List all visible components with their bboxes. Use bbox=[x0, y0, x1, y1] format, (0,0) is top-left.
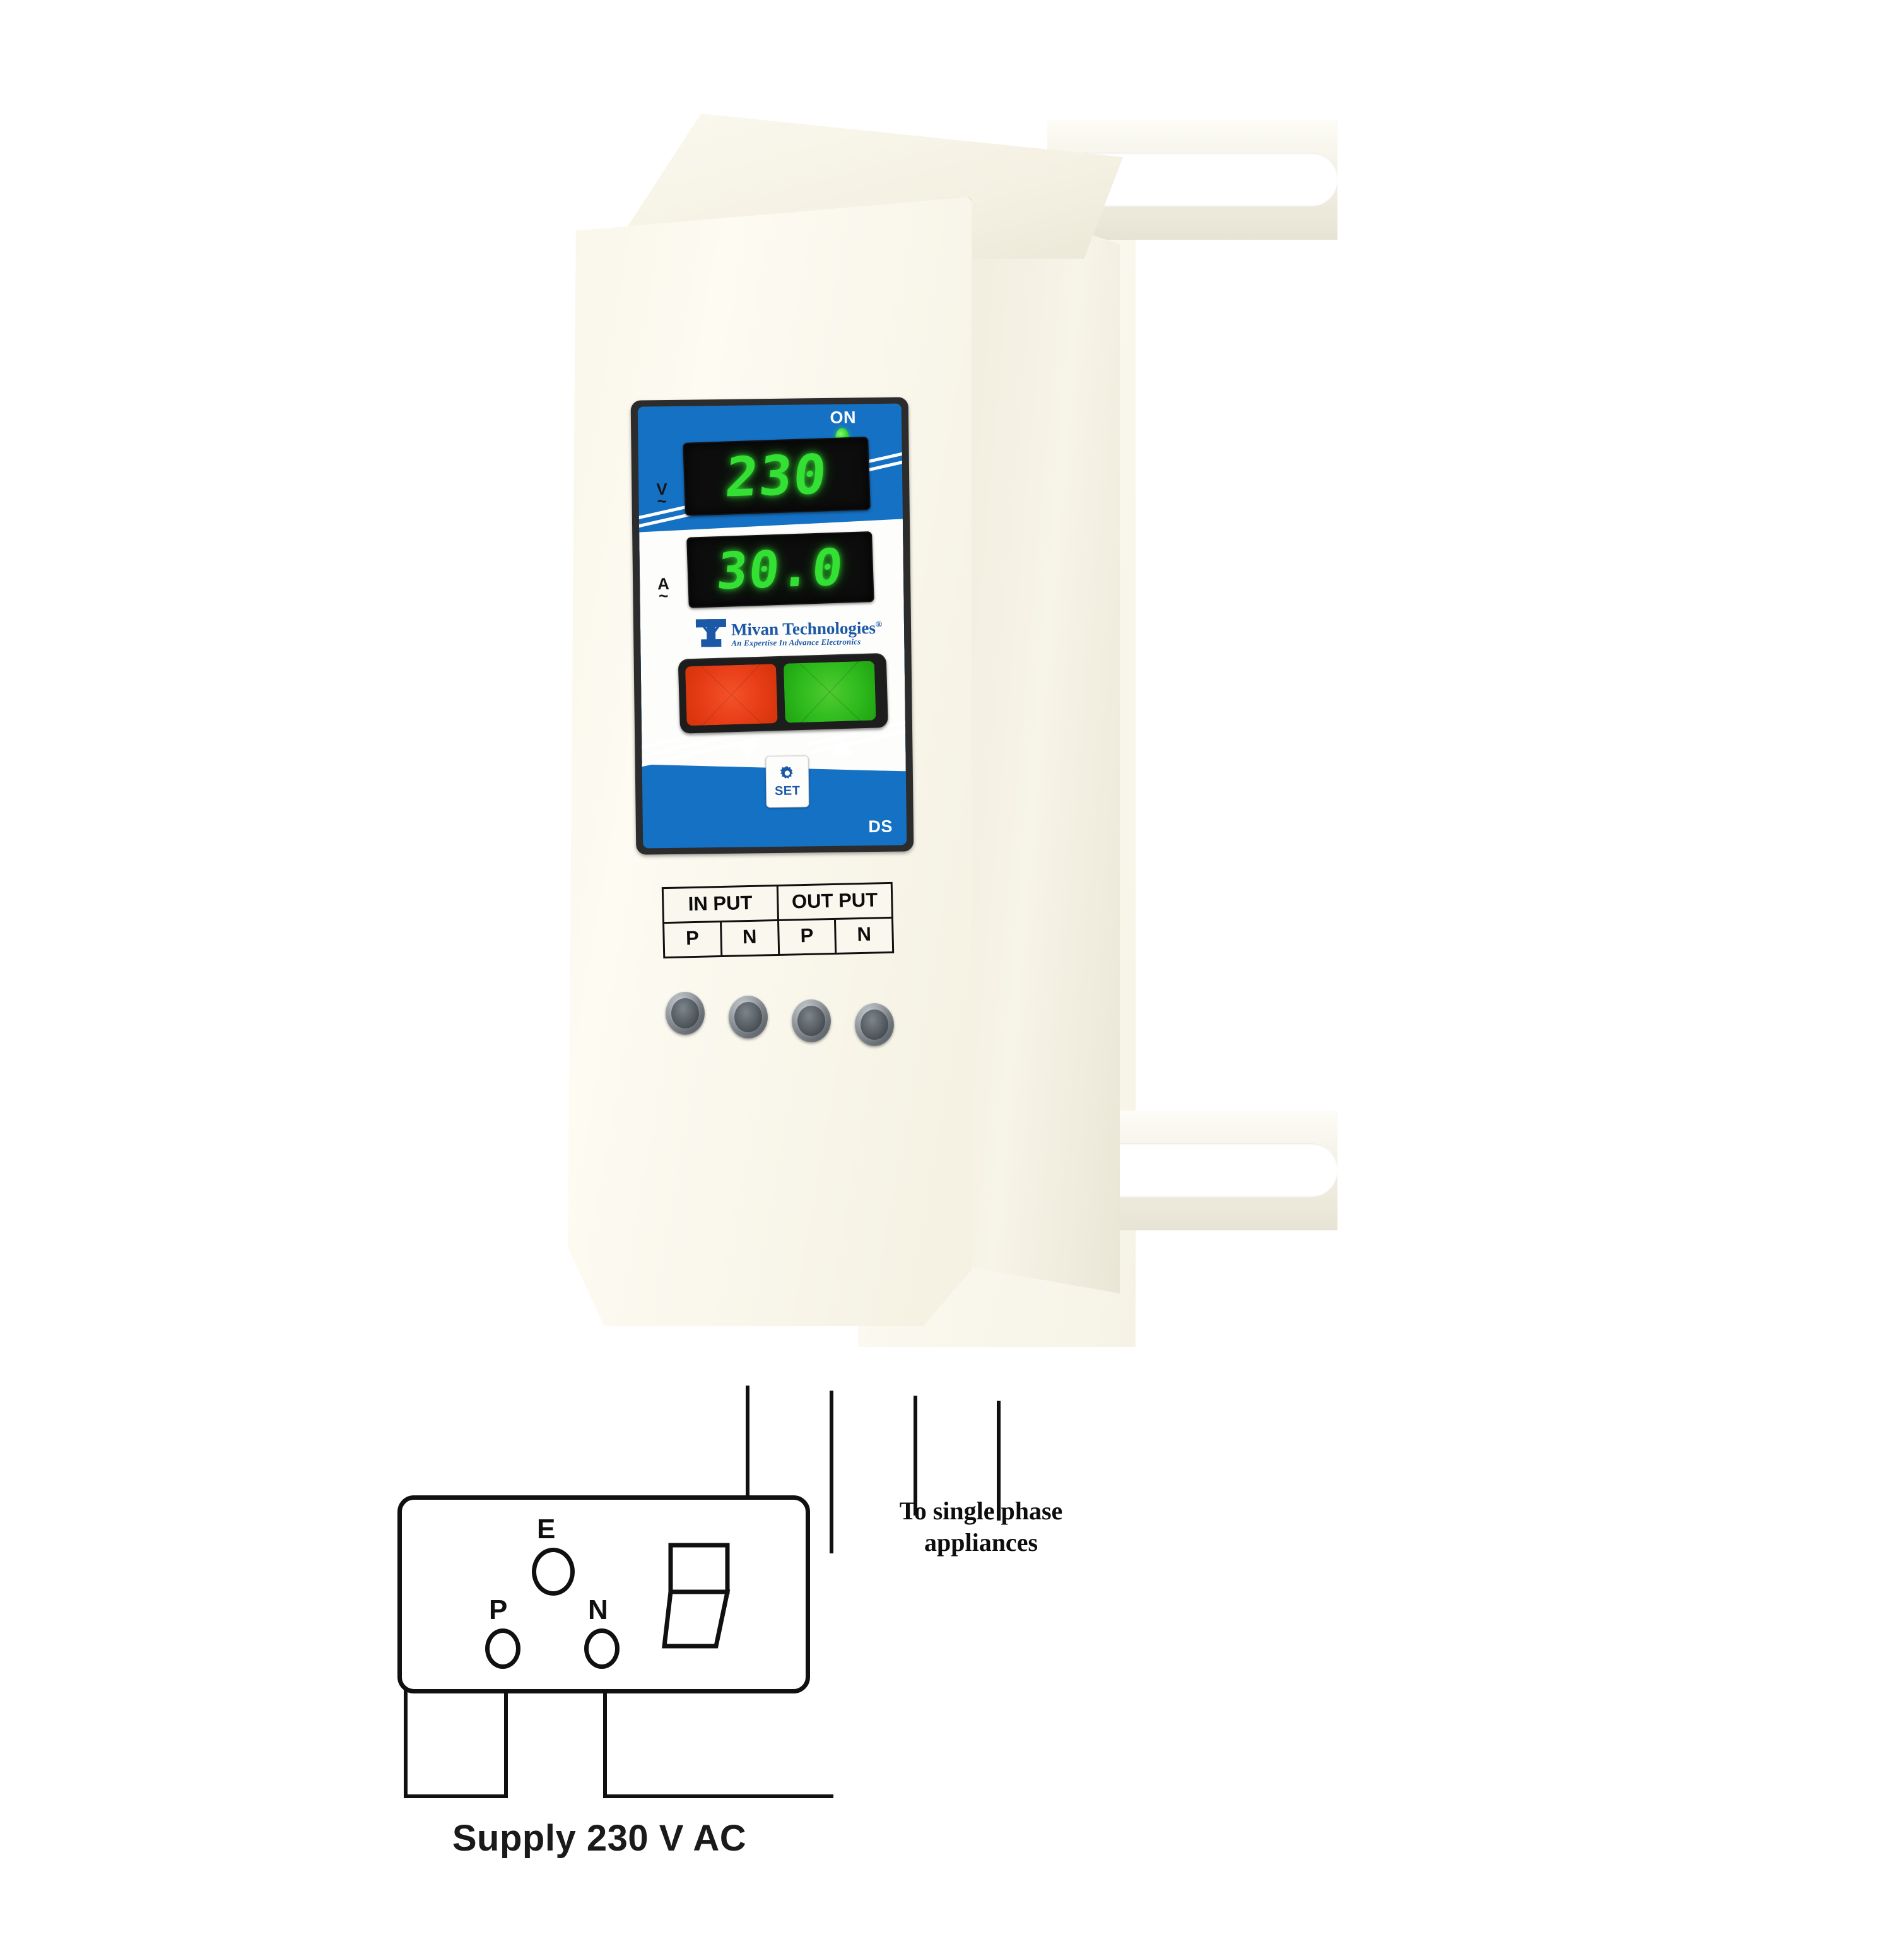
set-key[interactable]: SET bbox=[765, 755, 809, 808]
current-display: 30.0 bbox=[686, 531, 874, 608]
screw-terminal-icon-input-n[interactable] bbox=[729, 996, 768, 1039]
voltage-ac-symbol: ~ bbox=[657, 492, 667, 511]
current-ac-symbol: ~ bbox=[659, 586, 669, 606]
screw-terminal-icon-input-p[interactable] bbox=[666, 992, 705, 1035]
wire-output-p-drop bbox=[914, 1396, 917, 1516]
terminal-sub-input-n: N bbox=[721, 921, 780, 956]
gear-icon bbox=[780, 765, 793, 779]
rocker-switch-icon[interactable] bbox=[662, 1543, 736, 1649]
green-button[interactable] bbox=[783, 661, 876, 723]
socket-earth-hole bbox=[532, 1548, 575, 1596]
keyhole-slot-icon-bottom bbox=[1085, 1143, 1337, 1198]
socket-earth-label: E bbox=[537, 1514, 556, 1545]
brand-block: Mivan Technologies® An Expertise In Adva… bbox=[695, 613, 886, 651]
socket-neutral-label: N bbox=[588, 1594, 608, 1625]
voltage-unit: V ~ bbox=[656, 480, 667, 511]
appliance-note: To single phase appliances bbox=[899, 1497, 1063, 1557]
keyhole-slot-icon-top bbox=[1085, 153, 1337, 207]
mivan-m-monogram-icon bbox=[695, 618, 727, 647]
current-unit: A ~ bbox=[657, 574, 669, 606]
registered-mark: ® bbox=[875, 620, 883, 630]
wire-socket-p-lead bbox=[504, 1647, 508, 1798]
wire-input-p-bottom bbox=[404, 1794, 508, 1798]
terminal-sub-output-n: N bbox=[857, 922, 872, 946]
supply-label: Supply 230 V AC bbox=[452, 1818, 747, 1859]
terminal-header-output: OUT PUT bbox=[791, 888, 878, 913]
front-panel-graphics: ON 230 V ~ 30.0 A bbox=[637, 403, 907, 849]
terminal-label-table: IN PUT OUT PUT P N P N bbox=[661, 881, 895, 959]
button-bezel bbox=[678, 652, 888, 734]
screw-terminal-icon-output-n[interactable] bbox=[855, 1003, 894, 1046]
wire-input-n-drop bbox=[830, 1391, 833, 1553]
device-assembly: ON 230 V ~ 30.0 A bbox=[568, 114, 1501, 1426]
model-code: DS bbox=[868, 816, 893, 837]
wire-input-n-bottom bbox=[603, 1794, 833, 1798]
chevron-up-icon[interactable] bbox=[831, 739, 853, 755]
wire-socket-n-lead bbox=[603, 1648, 607, 1798]
terminal-header-input: IN PUT bbox=[663, 886, 779, 922]
brand-name: Mivan Technologies® bbox=[731, 616, 883, 639]
wall-socket: E P N bbox=[397, 1495, 810, 1693]
voltage-value: 230 bbox=[722, 443, 831, 510]
enclosure-front-face: ON 230 V ~ 30.0 A bbox=[568, 197, 972, 1326]
wire-output-n-drop bbox=[997, 1401, 1001, 1521]
socket-phase-label: P bbox=[489, 1594, 508, 1625]
screw-terminal-icon-output-p[interactable] bbox=[792, 999, 831, 1042]
set-key-label: SET bbox=[774, 784, 801, 798]
brand-tagline: An Expertise In Advance Electronics bbox=[731, 636, 861, 648]
chevron-down-icon[interactable] bbox=[738, 742, 760, 758]
socket-neutral-hole bbox=[584, 1628, 620, 1669]
red-button[interactable] bbox=[685, 664, 778, 726]
brand-name-text: Mivan Technologies bbox=[731, 618, 876, 639]
terminal-sub-output-p: P bbox=[779, 919, 837, 954]
socket-phase-hole bbox=[485, 1628, 520, 1669]
terminal-sub-input-p: P bbox=[664, 922, 722, 957]
wire-input-p-drop bbox=[746, 1386, 749, 1505]
voltage-display: 230 bbox=[683, 437, 871, 516]
power-on-label: ON bbox=[830, 408, 857, 427]
front-panel: ON 230 V ~ 30.0 A bbox=[630, 397, 914, 855]
current-value: 30.0 bbox=[714, 538, 847, 601]
